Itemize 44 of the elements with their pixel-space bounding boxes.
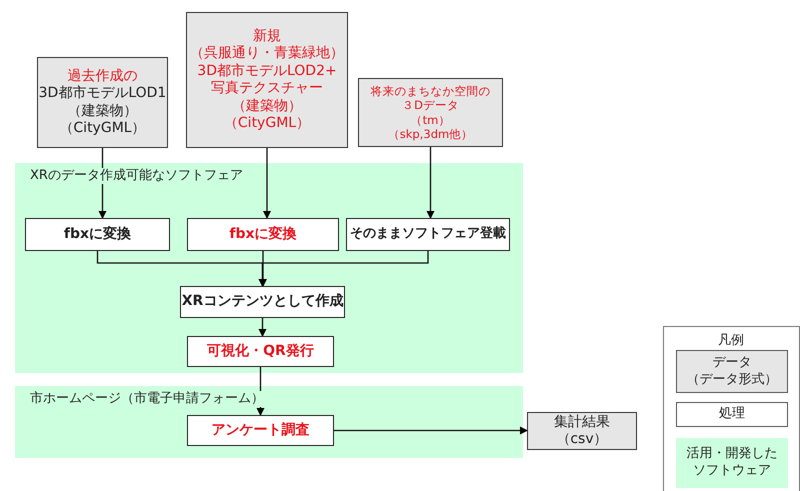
node-text: アンケート調査 — [212, 422, 310, 440]
node-text: 将来のまちなか空間の — [370, 84, 490, 98]
node-text: XRコンテンツとして作成 — [182, 293, 344, 311]
process-box — [25, 218, 170, 251]
software-band — [15, 386, 523, 458]
node-text: （tm） — [410, 112, 450, 127]
software-band — [15, 163, 523, 373]
data-box — [358, 78, 503, 147]
arrow — [258, 251, 429, 287]
process-box — [187, 218, 339, 251]
node-text: fbxに変換 — [64, 226, 132, 244]
node-text: （建築物） — [68, 102, 138, 120]
arrow — [426, 147, 434, 219]
legend-swatch: 処理 — [676, 402, 788, 427]
arrow — [258, 318, 266, 337]
node-text: 過去作成の — [68, 68, 138, 85]
process-box — [346, 218, 510, 251]
band-title: XRのデータ作成可能なソフトフェア — [28, 168, 245, 184]
arrow — [263, 148, 271, 219]
data-box — [186, 12, 348, 148]
node-text: （呉服通り・青葉緑地） — [190, 45, 344, 62]
node-text: 3D都市モデルLOD2+ — [197, 62, 337, 80]
node-text: （skp,3dm他） — [388, 126, 474, 142]
node-text: 3D都市モデルLOD1 — [38, 85, 166, 102]
node-text: （建築物） — [232, 98, 302, 115]
node-text: そのままソフトフェア登載 — [350, 226, 506, 243]
node-text: 新規 — [253, 28, 281, 45]
process-box — [187, 415, 334, 446]
legend-swatch: 活用・開発したソフトウェア — [676, 438, 788, 488]
process-box — [180, 286, 345, 318]
node-text: （CityGML） — [224, 115, 310, 132]
node-text: 可視化・QR発行 — [207, 342, 314, 360]
legend-title: 凡例 — [717, 332, 745, 349]
node-text: （CityGML） — [59, 120, 146, 138]
node-text: fbxに変換 — [229, 226, 297, 244]
process-box — [187, 336, 334, 367]
arrow — [334, 426, 528, 434]
data-box — [527, 412, 637, 450]
legend-swatch: データ（データ形式） — [676, 350, 788, 393]
node-text: （csv） — [556, 431, 608, 448]
node-text: 写真テクスチャー — [211, 80, 323, 98]
node-text: 集計結果 — [554, 414, 610, 431]
data-box — [37, 57, 168, 148]
node-text: ３Dデータ — [402, 98, 459, 112]
